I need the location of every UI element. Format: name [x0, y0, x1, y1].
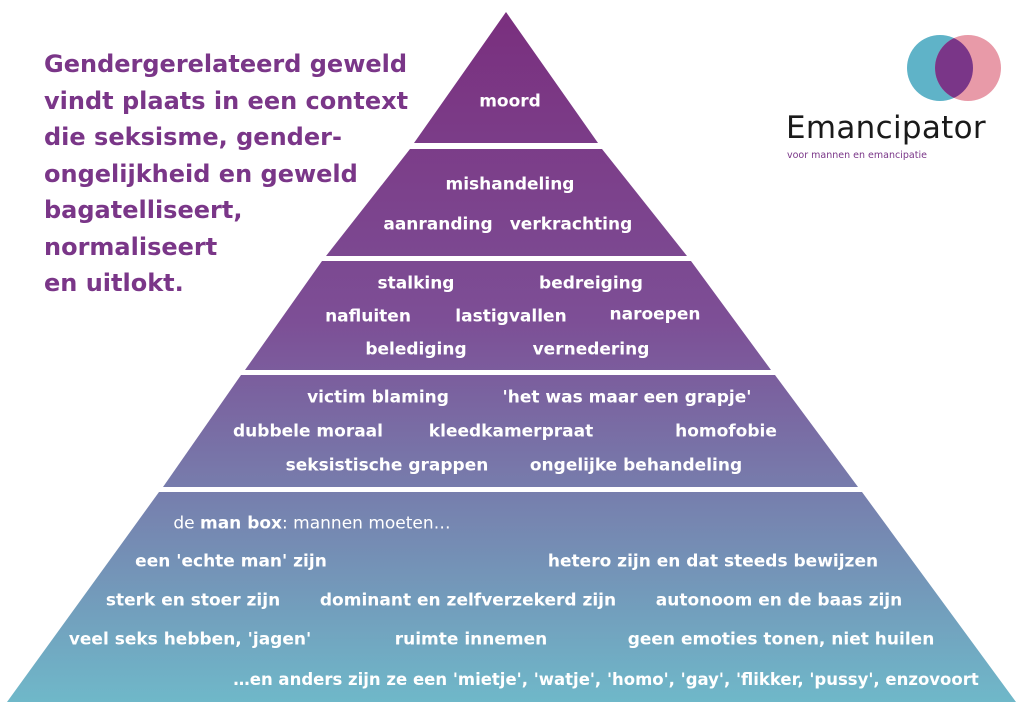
tier-3-label: nafluiten	[325, 306, 411, 327]
tier-4-band	[163, 375, 858, 487]
tier-1-band	[414, 12, 598, 143]
tier-5-label: veel seks hebben, 'jagen'	[68, 629, 312, 650]
tier-5-label: …en anders zijn ze een 'mietje', 'watje'…	[233, 669, 979, 689]
headline-line: vindt plaats in een context	[44, 86, 409, 115]
emancipator-logo: Emancipator voor mannen en emancipatie	[784, 30, 1004, 170]
tier-3-band	[245, 261, 771, 370]
tier-4-label: homofobie	[675, 421, 777, 442]
logo-tagline: voor mannen en emancipatie	[787, 150, 927, 161]
tier-3-label: lastigvallen	[455, 306, 567, 327]
tier-4-label: seksistische grappen	[285, 455, 489, 476]
tier-5-label: autonoom en de baas zijn	[655, 590, 903, 611]
tier-5-label: dominant en zelfverzekerd zijn	[319, 590, 617, 611]
tier-5-label: ruimte innemen	[394, 629, 548, 650]
tier-5-intro: de man box: mannen moeten…	[173, 513, 451, 534]
tier-5-label: een 'echte man' zijn	[135, 551, 327, 572]
tier-5-label: geen emoties tonen, niet huilen	[627, 629, 935, 650]
headline-line: normaliseert	[44, 232, 218, 261]
tier-5-intro-bold: man box	[200, 513, 283, 534]
headline-line: bagatelliseert,	[44, 196, 243, 224]
tier-4-label: ongelijke behandeling	[529, 455, 743, 476]
tier-4-label: victim blaming	[307, 387, 449, 408]
headline-line: Gendergerelateerd geweld	[44, 50, 408, 78]
tier-2-band	[326, 149, 687, 256]
tier-5-intro-suffix: : mannen moeten…	[282, 513, 451, 534]
tier-2-label: aanranding	[383, 214, 493, 235]
tier-2-label: verkrachting	[509, 214, 633, 235]
tier-3-label: belediging	[365, 339, 467, 360]
logo-name: Emancipator	[786, 110, 986, 146]
tier-1-label: moord	[479, 91, 541, 112]
tier-4-label: 'het was maar een grapje'	[502, 387, 752, 408]
tier-5-intro-prefix: de	[173, 513, 200, 534]
tier-5-label: sterk en stoer zijn	[105, 590, 281, 611]
headline: Gendergerelateerd geweld vindt plaats in…	[44, 46, 409, 302]
tier-5-label: hetero zijn en dat steeds bewijzen	[547, 551, 879, 572]
logo-circles-icon	[907, 35, 1001, 101]
tier-3-label: vernedering	[532, 339, 650, 360]
headline-line: ongelijkheid en geweld	[44, 159, 358, 188]
tier-3-label: stalking	[377, 273, 455, 294]
tier-5-band	[7, 492, 1016, 702]
tier-3-label: bedreiging	[539, 273, 643, 294]
headline-line: die seksisme, gender-	[44, 123, 342, 151]
headline-line: en uitlokt.	[44, 269, 184, 297]
tier-4-label: kleedkamerpraat	[428, 421, 594, 442]
tier-3-label: naroepen	[609, 304, 701, 325]
tier-2-label: mishandeling	[445, 174, 575, 195]
tier-4-label: dubbele moraal	[233, 421, 383, 442]
